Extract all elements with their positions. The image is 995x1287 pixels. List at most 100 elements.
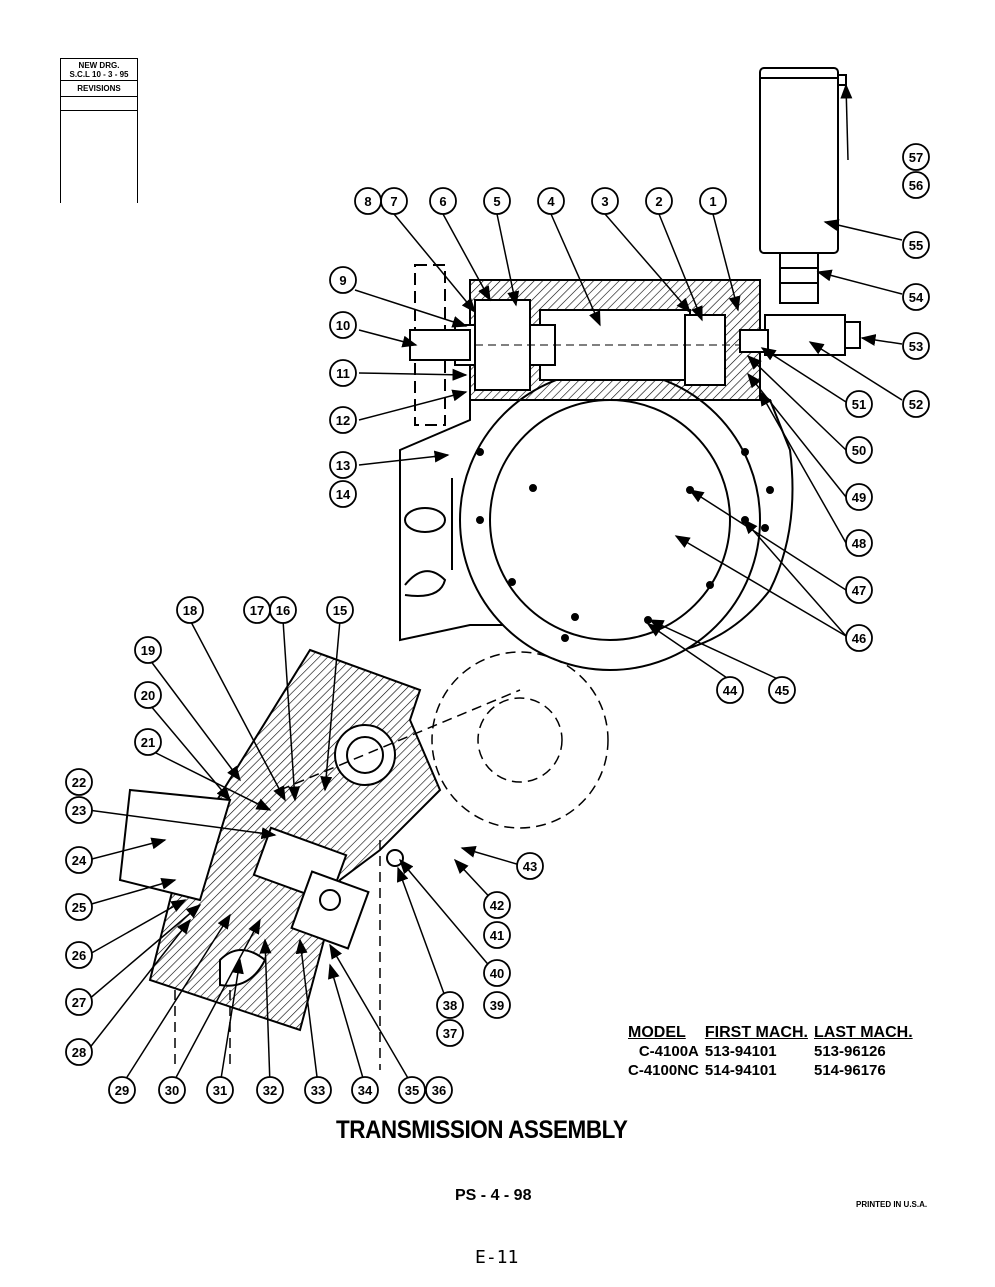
page-number: E-11 xyxy=(475,1247,519,1268)
callout-32 xyxy=(256,1076,284,1104)
callout-label: 41 xyxy=(490,928,504,943)
last-mach-header: LAST MACH. xyxy=(813,1024,913,1041)
callout-17 xyxy=(243,596,271,624)
callout-56 xyxy=(902,171,930,199)
callout-label: 51 xyxy=(852,397,866,412)
callout-2 xyxy=(645,187,673,215)
callout-label: 16 xyxy=(276,603,290,618)
callout-33 xyxy=(304,1076,332,1104)
upper-housing xyxy=(399,369,794,671)
callout-label: 32 xyxy=(263,1083,277,1098)
callout-36 xyxy=(425,1076,453,1104)
callout-label: 10 xyxy=(336,318,350,333)
callout-47 xyxy=(845,576,873,604)
callout-label: 2 xyxy=(655,194,662,209)
table-row: C-4100A 513-94101 513-96126 xyxy=(628,1042,919,1061)
callout-9 xyxy=(329,266,357,294)
callout-44 xyxy=(716,676,744,704)
callout-54 xyxy=(902,283,930,311)
callout-57 xyxy=(902,143,930,171)
revision-line1: NEW DRG. xyxy=(78,61,120,70)
callout-45 xyxy=(768,676,796,704)
callout-4 xyxy=(537,187,565,215)
callout-37 xyxy=(436,1019,464,1047)
callout-label: 49 xyxy=(852,490,866,505)
callout-label: 20 xyxy=(141,688,155,703)
callout-12 xyxy=(329,406,357,434)
callout-label: 15 xyxy=(333,603,347,618)
callout-label: 8 xyxy=(364,194,371,209)
first-mach-cell: 513-94101 xyxy=(704,1043,777,1060)
callout-label: 29 xyxy=(115,1083,129,1098)
callout-label: 12 xyxy=(336,413,350,428)
lower-gearbox xyxy=(118,648,442,1032)
callout-31 xyxy=(206,1076,234,1104)
callout-label: 24 xyxy=(72,853,87,868)
callout-label: 23 xyxy=(72,803,86,818)
callout-50 xyxy=(845,436,873,464)
callout-label: 34 xyxy=(358,1083,373,1098)
callout-28 xyxy=(65,1038,93,1066)
callout-10 xyxy=(329,311,357,339)
callouts xyxy=(65,143,930,1104)
callout-8 xyxy=(354,187,382,215)
callout-label: 33 xyxy=(311,1083,325,1098)
model-cell: C-4100A xyxy=(638,1043,699,1060)
callout-40 xyxy=(483,959,511,987)
callout-1 xyxy=(699,187,727,215)
callout-19 xyxy=(134,636,162,664)
callout-label: 7 xyxy=(390,194,397,209)
callout-55 xyxy=(902,231,930,259)
callout-label: 38 xyxy=(443,998,457,1013)
callout-label: 40 xyxy=(490,966,504,981)
callout-49 xyxy=(845,483,873,511)
model-table: MODEL FIRST MACH. LAST MACH. C-4100A 513… xyxy=(628,1024,919,1080)
revisions-header: REVISIONS xyxy=(61,81,137,97)
callout-51 xyxy=(845,390,873,418)
callout-29 xyxy=(108,1076,136,1104)
callout-label: 19 xyxy=(141,643,155,658)
callout-label: 37 xyxy=(443,1026,457,1041)
callout-26 xyxy=(65,941,93,969)
callout-39 xyxy=(483,991,511,1019)
callout-label: 47 xyxy=(852,583,866,598)
callout-23 xyxy=(65,796,93,824)
callout-20 xyxy=(134,681,162,709)
callout-27 xyxy=(65,988,93,1016)
callout-label: 9 xyxy=(339,273,346,288)
model-header: MODEL xyxy=(628,1024,686,1041)
callout-label: 53 xyxy=(909,339,923,354)
callout-label: 17 xyxy=(250,603,264,618)
callout-label: 5 xyxy=(493,194,500,209)
callout-11 xyxy=(329,359,357,387)
callout-label: 35 xyxy=(405,1083,419,1098)
table-row: C-4100NC 514-94101 514-96176 xyxy=(628,1061,919,1080)
callout-label: 3 xyxy=(601,194,608,209)
callout-label: 31 xyxy=(213,1083,227,1098)
callout-label: 42 xyxy=(490,898,504,913)
callout-34 xyxy=(351,1076,379,1104)
shaft-housing xyxy=(409,264,761,426)
callout-label: 52 xyxy=(909,397,923,412)
callout-label: 14 xyxy=(336,487,351,502)
revision-blank-row xyxy=(61,97,137,111)
callout-label: 43 xyxy=(523,859,537,874)
callout-5 xyxy=(483,187,511,215)
callout-52 xyxy=(902,390,930,418)
document-code: PS - 4 - 98 xyxy=(455,1187,532,1204)
callout-label: 39 xyxy=(490,998,504,1013)
callout-30 xyxy=(158,1076,186,1104)
first-mach-cell: 514-94101 xyxy=(704,1062,777,1079)
first-mach-header: FIRST MACH. xyxy=(704,1024,808,1041)
callout-label: 26 xyxy=(72,948,86,963)
callout-13 xyxy=(329,451,357,479)
callout-label: 13 xyxy=(336,458,350,473)
callout-label: 36 xyxy=(432,1083,446,1098)
motor-and-fittings xyxy=(739,67,861,356)
callout-3 xyxy=(591,187,619,215)
callout-43 xyxy=(516,852,544,880)
callout-21 xyxy=(134,728,162,756)
printed-note: PRINTED IN U.S.A. xyxy=(856,1200,928,1209)
callout-label: 44 xyxy=(723,683,738,698)
